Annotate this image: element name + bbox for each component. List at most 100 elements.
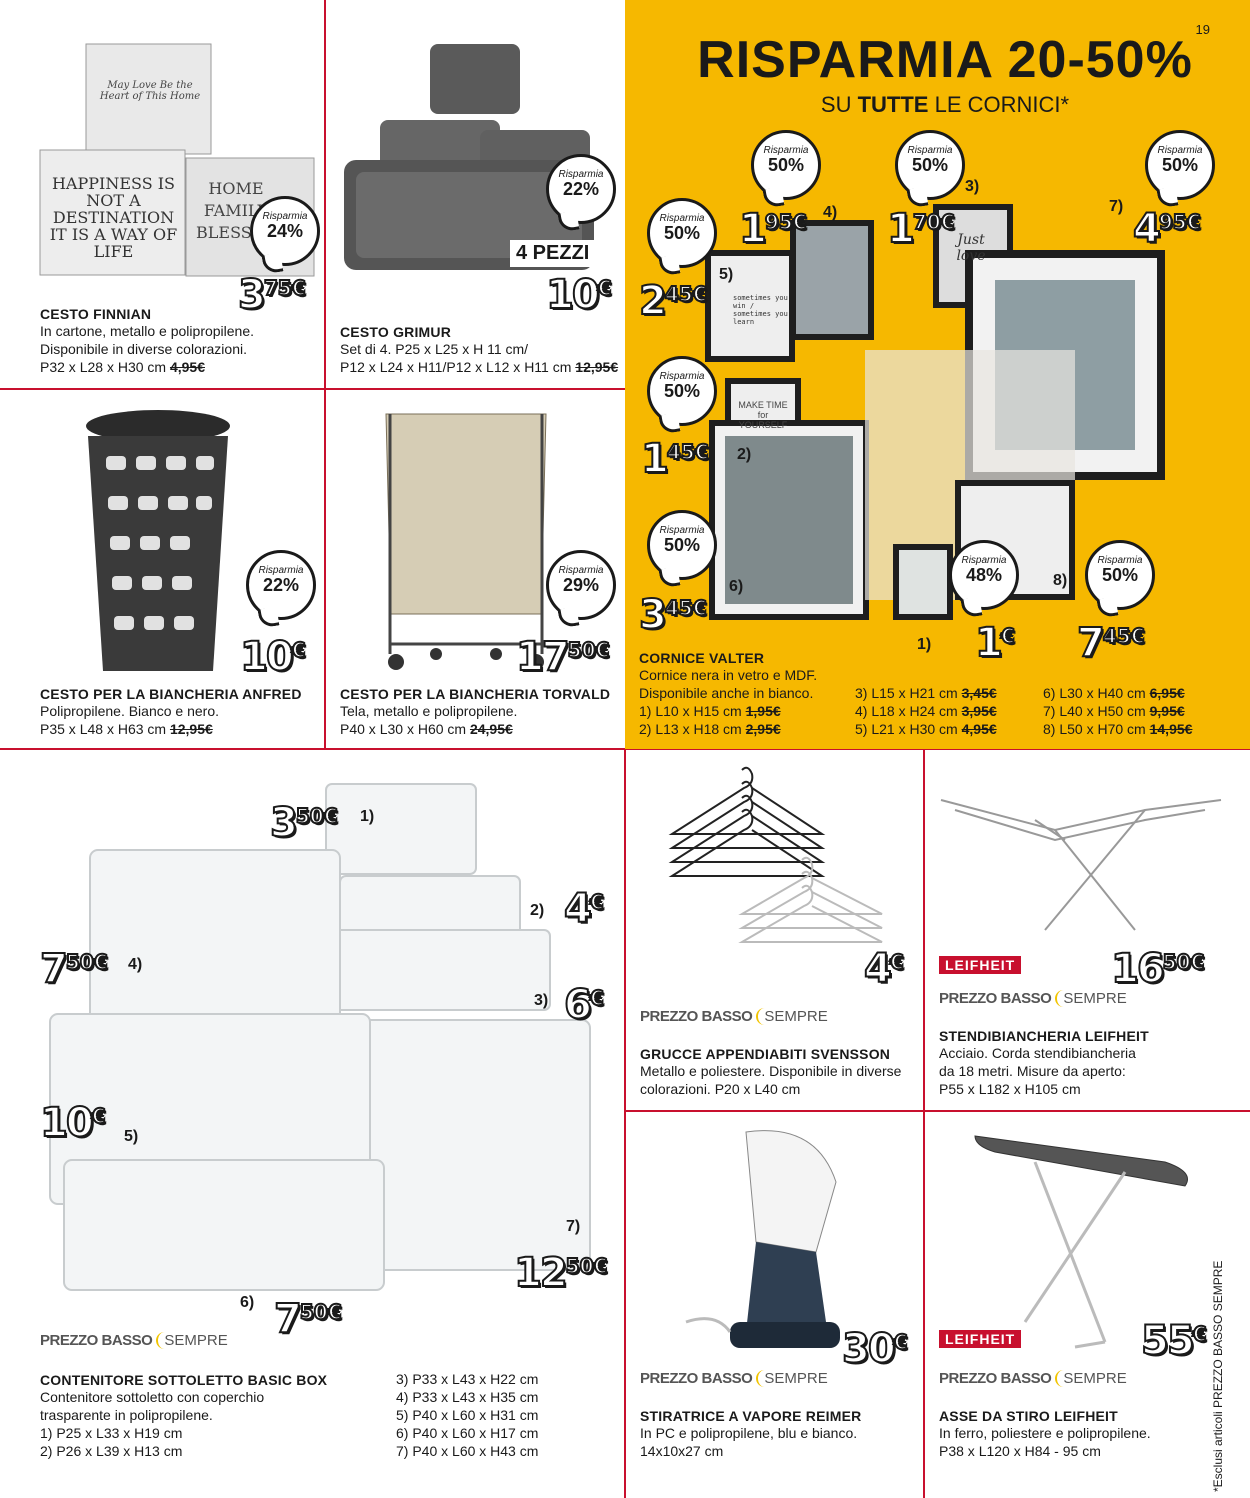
banner-headline: RISPARMIA 20-50% (697, 31, 1193, 89)
pbs-rest: SEMPRE (756, 1370, 828, 1387)
basicbox-image (49, 783, 591, 1291)
size-number: 6) (240, 1294, 255, 1311)
euro-sign: € (593, 1253, 609, 1279)
price: 1650€ (1110, 945, 1206, 993)
price-int: 3 (638, 591, 668, 639)
desc-line: P38 x L120 x H84 - 95 cm (939, 1443, 1101, 1459)
bubble-percent: 22% (562, 179, 600, 199)
banner-sub-bold: TUTTE (857, 92, 929, 117)
anfred-image (86, 410, 230, 671)
euro-sign: € (323, 803, 339, 829)
size-text: 3) L15 x H21 cm (855, 685, 962, 701)
desc-line: In PC e polipropilene, blu e bianco. (640, 1425, 858, 1441)
size-line: 4) P33 x L43 x H35 cm (396, 1389, 539, 1405)
old-price: 12,95€ (575, 359, 619, 375)
desc-line: Disponibile anche in bianco. (639, 685, 814, 701)
product-anfred[interactable]: Risparmia 22% 10€ CESTO PER LA BIANCHERI… (0, 390, 324, 748)
size-line: 5) L21 x H30 cm 4,95€ (855, 720, 1035, 738)
bubble-label: Risparmia (907, 145, 953, 156)
product-title: STIRATRICE A VAPORE REIMER (640, 1408, 862, 1424)
product-basicbox[interactable]: 350€ 1) 2) 4€ 750€ 4) 3) 6€ 10€ 5) 7) 12… (0, 750, 624, 1498)
desc-line: trasparente in polipropilene. (40, 1407, 213, 1423)
dims: P12 x L24 x H11/P12 x L12 x H11 cm (340, 359, 576, 375)
price-int: 4 (863, 945, 893, 993)
size-line: 5) P40 x L60 x H31 cm (396, 1407, 539, 1423)
size-line: 6) L30 x H40 cm 6,95€ (1043, 684, 1243, 702)
product-grimur[interactable]: Risparmia 22% 4 PEZZI 10€ CESTO GRIMUR S… (326, 0, 624, 388)
desc-line: Acciaio. Corda stendibiancheria (939, 1045, 1136, 1061)
size-text: 7) L40 x H50 cm (1043, 703, 1150, 719)
product-title: CONTENITORE SOTTOLETTO BASIC BOX (40, 1372, 328, 1388)
bubble-label: Risparmia (659, 525, 705, 536)
euro-sign: € (597, 275, 613, 301)
price-dec: 50 (565, 1253, 595, 1279)
stendi-image (940, 799, 1222, 931)
product-torvald[interactable]: Risparmia 29% 1750€ CESTO PER LA BIANCHE… (326, 390, 624, 748)
size-text: 4) L18 x H24 cm (855, 703, 962, 719)
price-int: 12 (513, 1249, 569, 1297)
price-dec: 45 (664, 595, 694, 621)
price-int: 1 (640, 435, 670, 483)
price-int: 16 (1110, 945, 1166, 993)
price: 375€ (237, 271, 307, 319)
old-price: 24,95€ (469, 721, 513, 737)
dims: P32 x L28 x H30 cm (40, 359, 170, 375)
price-int: 4 (563, 885, 593, 933)
product-desc: 6) L30 x H40 cm 6,95€ 7) L40 x H50 cm 9,… (1043, 684, 1243, 738)
product-finnian[interactable]: May Love Be the Heart of This Home HAPPI… (0, 0, 324, 388)
size-line: 1) L10 x H15 cm 1,95€ (639, 702, 839, 720)
old-price: 6,95€ (1149, 685, 1185, 701)
bubble-label: Risparmia (1157, 145, 1203, 156)
price-size-3: 6€ (563, 981, 605, 1029)
size-number: 3) (965, 178, 980, 195)
size-text: 1) L10 x H15 cm (639, 703, 746, 719)
product-title: CESTO GRIMUR (340, 324, 452, 340)
bubble-percent: 50% (663, 535, 701, 555)
torvald-image (385, 413, 547, 670)
size-number: 3) (534, 992, 549, 1009)
euro-sign: € (1190, 949, 1206, 975)
discount-bubble: Risparmia 22% (246, 550, 316, 620)
desc-line: Polipropilene. Bianco e nero. (40, 703, 220, 719)
bubble-label: Risparmia (558, 565, 604, 576)
size-text: 6) L30 x H40 cm (1043, 685, 1150, 701)
price-int: 17 (515, 633, 571, 681)
euro-sign: € (589, 889, 605, 915)
euro-sign: € (692, 281, 708, 307)
size-number: 2) (530, 902, 545, 919)
price: 4€ (863, 945, 905, 993)
bubble-percent: 22% (262, 575, 300, 595)
price-int: 4 (1132, 205, 1162, 253)
price-int: 10 (545, 271, 601, 319)
price-int: 30 (841, 1325, 897, 1373)
price-size-5: 10€ (39, 1099, 107, 1147)
euro-sign: € (1192, 1321, 1208, 1347)
price-size-8: 745€ (1076, 619, 1146, 667)
size-line: 8) L50 x H70 cm 14,95€ (1043, 720, 1243, 738)
price-size-5: 245€ (638, 277, 708, 325)
product-desc: In ferro, poliestere e polipropilene. P3… (939, 1424, 1209, 1460)
dims: P40 x L30 x H60 cm (340, 721, 470, 737)
size-line: 3) P33 x L43 x H22 cm (396, 1371, 539, 1387)
size-line: 6) P40 x L60 x H17 cm (396, 1425, 539, 1441)
euro-sign: € (589, 985, 605, 1011)
reimer-image (685, 1130, 840, 1348)
product-title: GRUCCE APPENDIABITI SVENSSON (640, 1046, 891, 1062)
euro-sign: € (93, 949, 109, 975)
finnian-box-text: HAPPINESS IS NOT A DESTINATION IT IS A W… (49, 174, 178, 261)
footnote: *Esclusi articoli PREZZO BASSO SEMPRE (1211, 1260, 1225, 1492)
divider (624, 749, 626, 1498)
price: 30€ (841, 1325, 909, 1373)
finnian-box-text: HOME FAMILY BLESSED (196, 179, 277, 242)
